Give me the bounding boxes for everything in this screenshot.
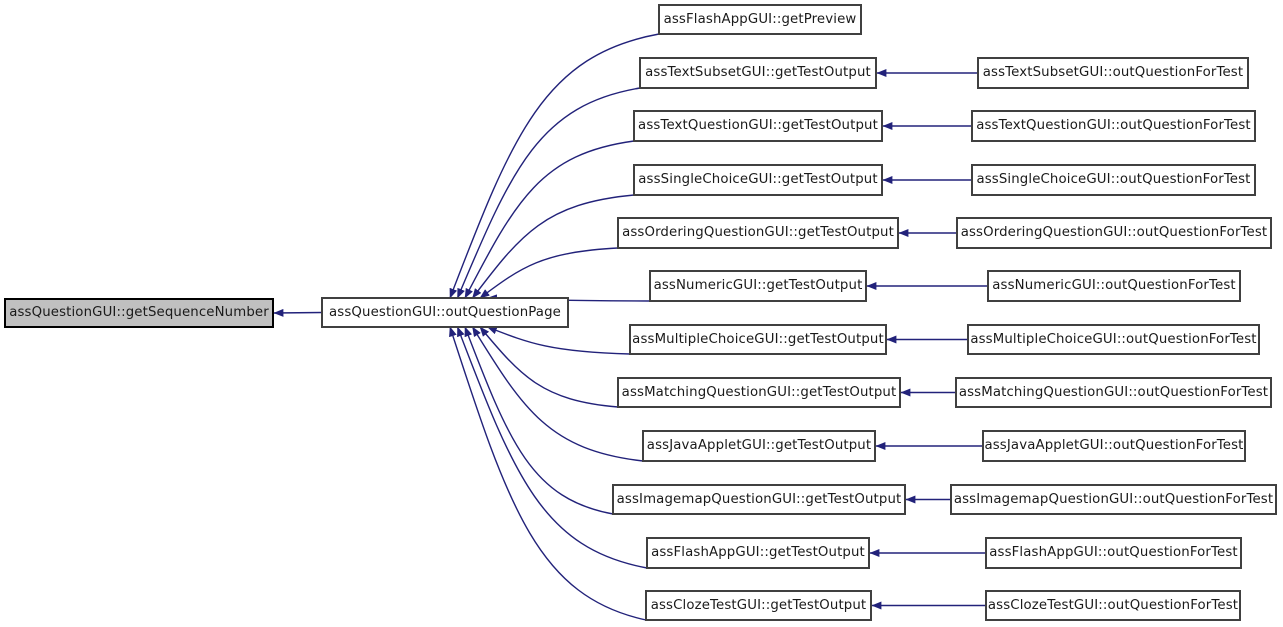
- node-assorderingquestiongui-outquestionfortest[interactable]: assOrderingQuestionGUI::outQuestionForTe…: [956, 217, 1272, 249]
- node-label: assImagemapQuestionGUI::outQuestionForTe…: [953, 491, 1274, 507]
- node-assimagemapquestiongui-outquestionfortest[interactable]: assImagemapQuestionGUI::outQuestionForTe…: [950, 484, 1277, 515]
- node-assnumericgui-outquestionfortest[interactable]: assNumericGUI::outQuestionForTest: [987, 270, 1241, 302]
- edge-middle-3-to-hub: [471, 194, 635, 299]
- edge-middle-10-to-hub: [456, 326, 648, 569]
- node-asstextsubsetgui-gettestoutput[interactable]: assTextSubsetGUI::getTestOutput: [639, 57, 877, 89]
- node-assclozetestgui-outquestionfortest[interactable]: assClozeTestGUI::outQuestionForTest: [985, 590, 1241, 621]
- node-label: assQuestionGUI::getSequenceNumber: [9, 305, 269, 321]
- node-asstextsubsetgui-outquestionfortest[interactable]: assTextSubsetGUI::outQuestionForTest: [977, 57, 1249, 89]
- node-label: assQuestionGUI::outQuestionPage: [329, 304, 561, 320]
- node-assclozetestgui-gettestoutput[interactable]: assClozeTestGUI::getTestOutput: [645, 590, 872, 621]
- edge-middle-4-to-hub: [479, 247, 619, 299]
- edge-hub-to-root: [273, 308, 323, 317]
- node-label: assJavaAppletGUI::outQuestionForTest: [984, 438, 1244, 454]
- node-label: assMatchingQuestionGUI::getTestOutput: [621, 384, 897, 400]
- node-label: assJavaAppletGUI::getTestOutput: [646, 438, 872, 454]
- edge-middle-1-to-hub: [456, 87, 641, 299]
- node-assorderingquestiongui-gettestoutput[interactable]: assOrderingQuestionGUI::getTestOutput: [617, 217, 899, 249]
- edge-middle-0-to-hub: [449, 33, 660, 299]
- node-asstextquestiongui-outquestionfortest[interactable]: assTextQuestionGUI::outQuestionForTest: [971, 110, 1256, 142]
- node-label: assTextQuestionGUI::outQuestionForTest: [976, 118, 1251, 134]
- edge-middle-7-to-hub: [479, 326, 619, 408]
- node-assflashappgui-getpreview[interactable]: assFlashAppGUI::getPreview: [658, 4, 862, 35]
- node-label: assTextSubsetGUI::outQuestionForTest: [982, 65, 1244, 81]
- node-assjavaappletgui-outquestionfortest[interactable]: assJavaAppletGUI::outQuestionForTest: [982, 430, 1246, 462]
- node-label: assFlashAppGUI::outQuestionForTest: [989, 545, 1238, 561]
- node-label: assMatchingQuestionGUI::outQuestionForTe…: [958, 384, 1269, 400]
- node-label: assTextSubsetGUI::getTestOutput: [645, 65, 871, 81]
- node-label: assOrderingQuestionGUI::outQuestionForTe…: [960, 225, 1268, 241]
- node-asssinglechoicegui-outquestionfortest[interactable]: assSingleChoiceGUI::outQuestionForTest: [971, 164, 1256, 196]
- node-assmultiplechoicegui-outquestionfortest[interactable]: assMultipleChoiceGUI::outQuestionForTest: [967, 324, 1260, 355]
- edge-middle-9-to-hub: [464, 326, 614, 515]
- node-assmatchingquestiongui-gettestoutput[interactable]: assMatchingQuestionGUI::getTestOutput: [617, 377, 901, 408]
- node-label: assNumericGUI::outQuestionForTest: [992, 278, 1236, 294]
- node-label: assClozeTestGUI::getTestOutput: [650, 597, 867, 613]
- node-asstextquestiongui-gettestoutput[interactable]: assTextQuestionGUI::getTestOutput: [633, 110, 883, 142]
- node-assmatchingquestiongui-outquestionfortest[interactable]: assMatchingQuestionGUI::outQuestionForTe…: [955, 377, 1272, 408]
- node-assjavaappletgui-gettestoutput[interactable]: assJavaAppletGUI::getTestOutput: [642, 430, 876, 462]
- node-assnumericgui-gettestoutput[interactable]: assNumericGUI::getTestOutput: [649, 270, 867, 302]
- node-assflashappgui-gettestoutput[interactable]: assFlashAppGUI::getTestOutput: [646, 537, 870, 569]
- node-asssinglechoicegui-gettestoutput[interactable]: assSingleChoiceGUI::getTestOutput: [633, 164, 883, 196]
- node-label: assSingleChoiceGUI::outQuestionForTest: [976, 172, 1251, 188]
- node-assquestiongui-getsequencenumber[interactable]: assQuestionGUI::getSequenceNumber: [4, 298, 274, 328]
- node-label: assTextQuestionGUI::getTestOutput: [638, 118, 878, 134]
- node-assquestiongui-outquestionpage[interactable]: assQuestionGUI::outQuestionPage: [321, 297, 569, 328]
- node-label: assFlashAppGUI::getTestOutput: [651, 545, 865, 561]
- node-label: assNumericGUI::getTestOutput: [653, 278, 863, 294]
- edge-middle-2-to-hub: [464, 140, 635, 299]
- edge-middle-6-to-hub: [486, 326, 631, 355]
- node-assimagemapquestiongui-gettestoutput[interactable]: assImagemapQuestionGUI::getTestOutput: [612, 484, 906, 515]
- node-label: assOrderingQuestionGUI::getTestOutput: [622, 225, 894, 241]
- node-assmultiplechoicegui-gettestoutput[interactable]: assMultipleChoiceGUI::getTestOutput: [629, 324, 887, 355]
- node-label: assFlashAppGUI::getPreview: [663, 11, 857, 27]
- node-label: assImagemapQuestionGUI::getTestOutput: [616, 491, 902, 507]
- node-label: assSingleChoiceGUI::getTestOutput: [638, 172, 878, 188]
- node-assflashappgui-outquestionfortest[interactable]: assFlashAppGUI::outQuestionForTest: [985, 537, 1242, 569]
- node-label: assMultipleChoiceGUI::outQuestionForTest: [970, 331, 1257, 347]
- node-label: assClozeTestGUI::outQuestionForTest: [987, 597, 1239, 613]
- edge-middle-11-to-hub: [449, 326, 647, 621]
- node-label: assMultipleChoiceGUI::getTestOutput: [632, 331, 884, 347]
